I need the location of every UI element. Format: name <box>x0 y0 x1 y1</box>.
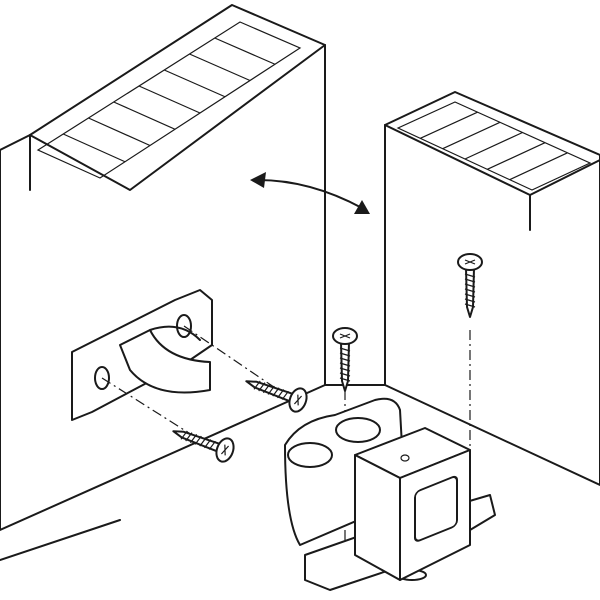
screw-thread <box>272 387 280 397</box>
grid-line <box>487 142 546 170</box>
screw-thread <box>204 439 212 449</box>
grid-line <box>138 85 201 114</box>
screw-thread <box>253 380 261 390</box>
screw-thread <box>194 435 202 445</box>
grid-line <box>464 131 523 160</box>
screw <box>332 327 358 392</box>
grid-line <box>509 152 568 181</box>
phillips-icon <box>293 394 303 406</box>
panel-edge-strip <box>36 21 302 179</box>
screw-thread <box>267 385 275 395</box>
strike-plate <box>71 289 291 441</box>
screw-thread <box>464 273 476 278</box>
screw-thread <box>185 432 193 442</box>
grid-line <box>442 121 501 150</box>
screw-thread <box>258 382 266 392</box>
panel-edge-grid <box>420 111 568 181</box>
phillips-icon <box>339 333 351 339</box>
right-cabinet-panel <box>384 91 600 486</box>
panel-edge-grid <box>63 37 276 163</box>
left-cabinet-panel <box>0 4 326 531</box>
grid-line <box>164 69 226 98</box>
screw-thread <box>339 362 351 367</box>
screw-thread <box>189 433 198 444</box>
screw <box>457 253 483 318</box>
screw-thread <box>339 352 351 357</box>
screw-thread <box>339 367 351 372</box>
screw-thread <box>277 389 285 399</box>
screw-thread <box>281 390 289 400</box>
screw <box>245 380 308 413</box>
grid-line <box>214 37 276 65</box>
grid-line <box>113 101 176 130</box>
screw-thread <box>339 357 351 362</box>
swing-arrow-icon <box>250 172 370 214</box>
grid-line <box>189 53 251 82</box>
screw-thread <box>464 303 476 308</box>
screw-thread <box>464 288 476 293</box>
phillips-icon <box>220 444 230 456</box>
grid-line <box>88 117 151 147</box>
phillips-icon <box>464 259 476 265</box>
grid-line <box>420 111 478 139</box>
screw-thread <box>180 430 188 440</box>
screw-thread <box>339 377 351 382</box>
screw-thread <box>464 278 476 283</box>
screw-thread <box>208 440 216 450</box>
screw <box>172 430 235 463</box>
double-roller-catch <box>284 397 496 591</box>
screw-thread <box>262 383 271 394</box>
screw-thread <box>199 437 207 447</box>
grid-line <box>63 133 126 163</box>
screw-thread <box>339 347 351 352</box>
screw-thread <box>464 293 476 298</box>
screw-thread <box>464 283 476 288</box>
screw-thread <box>464 298 476 303</box>
screw-thread <box>339 372 351 377</box>
shelf-edge <box>0 519 121 561</box>
